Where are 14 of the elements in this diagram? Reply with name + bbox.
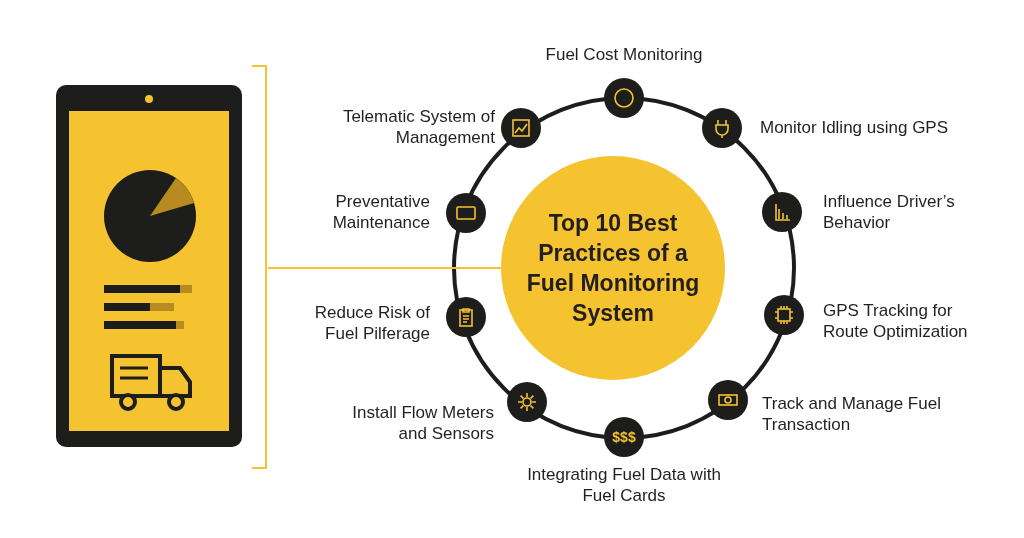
practice-label: Integrating Fuel Data with Fuel Cards [526,464,722,506]
practice-label: Monitor Idling using GPS [760,117,950,138]
phone-drawing [56,64,268,470]
practice-label: GPS Tracking for Route Optimization [823,300,969,342]
practice-label: Install Flow Meters and Sensors [351,402,494,444]
practice-label: Preventative Maintenance [331,191,430,233]
connector-line [267,267,502,269]
practice-label: Telematic System of Management [341,106,495,148]
practice-label: Fuel Cost Monitoring [544,44,704,65]
practice-label: Track and Manage Fuel Transaction [762,393,942,435]
dollar-sign-text: $$$ [611,428,637,447]
title-text: Top 10 Best Practices of a Fuel Monitoring System [525,209,701,328]
practice-label: Reduce Risk of Fuel Pilferage [313,302,430,344]
practice-label: Influence Driver’s Behavior [823,191,956,233]
